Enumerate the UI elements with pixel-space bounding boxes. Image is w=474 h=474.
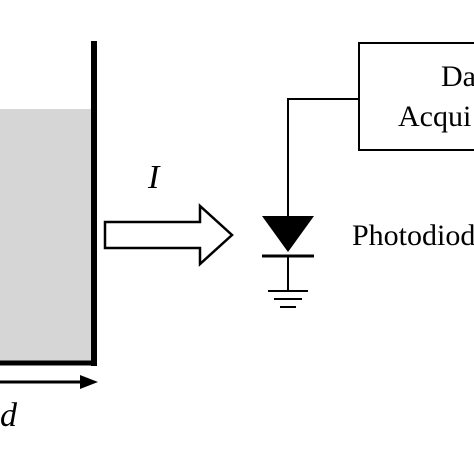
distance-arrow-head [80, 375, 98, 389]
photodiode-label: Photodiod [352, 219, 474, 252]
light-beam-arrow [103, 203, 234, 267]
distance-symbol: d [0, 397, 18, 434]
signal-wire [287, 98, 359, 218]
data-acquisition-label-line2: Acqui [398, 100, 471, 133]
data-acquisition-box [358, 42, 474, 151]
liquid-fill [0, 109, 91, 362]
photodiode-icon [262, 216, 314, 252]
ground-icon [268, 290, 308, 308]
intensity-symbol: I [147, 159, 161, 196]
data-acquisition-label-line1: Da [441, 60, 474, 93]
